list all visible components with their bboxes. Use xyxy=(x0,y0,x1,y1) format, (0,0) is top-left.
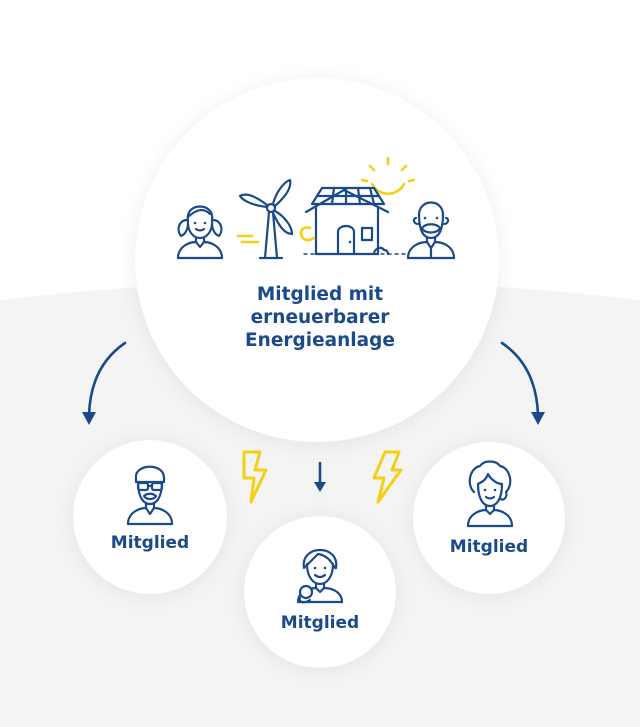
woman-curly-hair-icon xyxy=(466,460,514,528)
member-left-label: Mitglied xyxy=(110,533,190,553)
main-label-line-1: Mitglied mit xyxy=(256,284,384,305)
woman-holding-coin-icon xyxy=(296,548,344,604)
girl-pigtails-icon xyxy=(176,205,224,260)
arrowhead-right-icon xyxy=(531,412,545,425)
house-solar-sun-icon xyxy=(299,156,416,256)
main-node-circle xyxy=(135,78,499,442)
lightning-left-icon xyxy=(242,450,268,504)
arrow-to-right-member xyxy=(500,341,540,417)
main-label-line-2: erneuerbarer xyxy=(250,307,390,328)
lightning-right-icon xyxy=(372,450,403,504)
arrow-to-left-member xyxy=(87,341,127,417)
man-glasses-icon xyxy=(126,465,174,526)
arrowhead-left-icon xyxy=(82,412,96,425)
main-label-line-3: Energieanlage xyxy=(245,330,395,351)
old-man-beard-icon xyxy=(406,201,456,260)
wind-turbine-icon xyxy=(236,178,294,260)
member-center-label: Mitglied xyxy=(280,613,360,633)
member-right-label: Mitglied xyxy=(449,537,529,557)
member-node-right-circle xyxy=(413,442,565,594)
main-node-label: Mitglied mit erneuerbarer Energieanlage xyxy=(180,283,460,352)
arrowhead-down-icon xyxy=(314,482,326,492)
